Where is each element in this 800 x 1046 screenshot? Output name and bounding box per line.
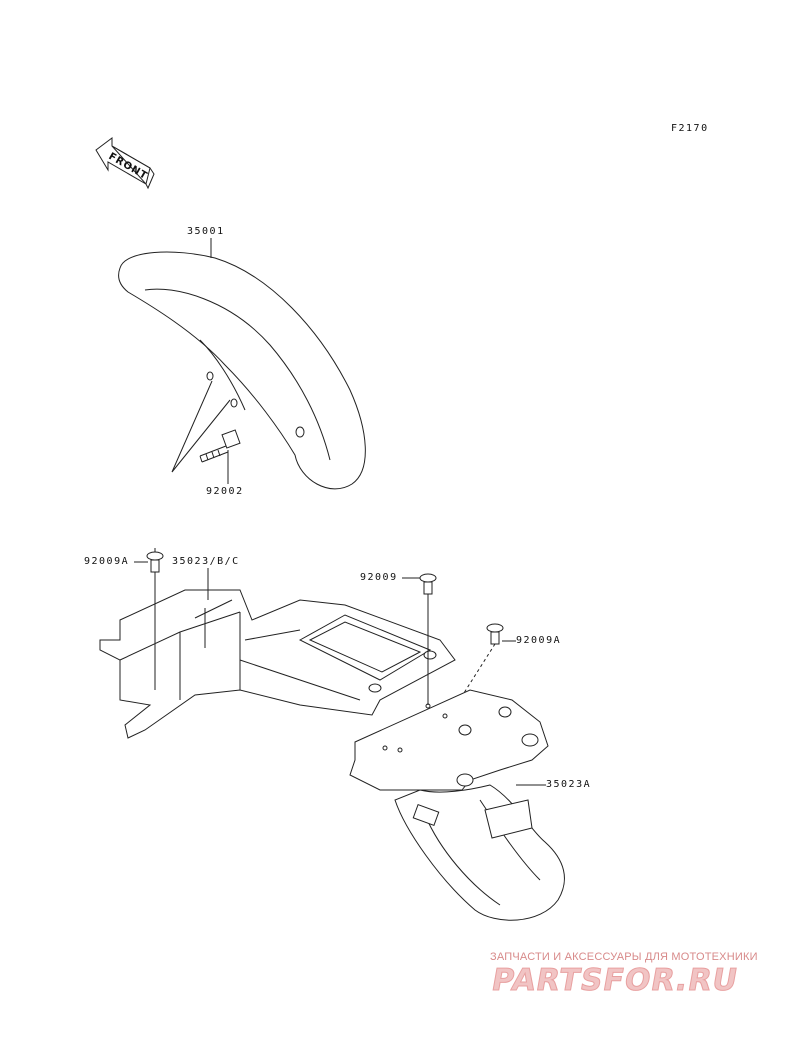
- watermark-logo: PARTSFOR.RU: [488, 963, 741, 999]
- rear-fender-inner-drawing: [99, 548, 456, 739]
- front-fender-drawing: [118, 251, 366, 490]
- part-number-rear-bolt-left: 92009A: [84, 556, 130, 567]
- watermark-subtitle: ЗАПЧАСТИ И АКСЕССУАРЫ ДЛЯ МОТОТЕХНИКИ: [490, 951, 758, 963]
- part-number-front-fender: 35001: [187, 226, 225, 237]
- part-number-rear-fender-rear: 35023A: [546, 779, 592, 790]
- rear-fender-rear-drawing: [349, 689, 565, 921]
- part-number-rear-bolt-center: 92009: [360, 572, 398, 583]
- front-direction-arrow: FRONT: [95, 137, 155, 190]
- part-number-front-fender-bolt: 92002: [206, 486, 244, 497]
- part-number-rear-bolt-right: 92009A: [516, 635, 562, 646]
- part-number-rear-fender-inner: 35023/B/C: [172, 556, 240, 567]
- figure-code: F2170: [671, 123, 709, 134]
